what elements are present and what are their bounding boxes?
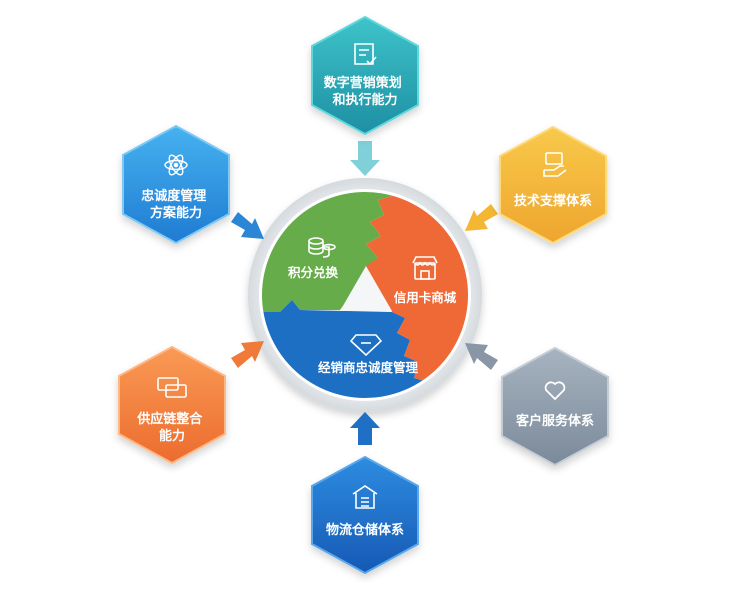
document-check-icon [354,43,377,66]
heart-icon [544,381,566,401]
arrow-right-top [465,204,498,231]
hexagon-top-label: 数字营销策划 和执行能力 [324,75,407,108]
arrow-bottom [350,412,380,445]
hexagon-left-top [122,124,230,245]
hexagon-bottom-label: 物流仓储体系 [326,522,404,538]
center-circle: 积分兑换 信用卡商城 经销商忠诚度管理 [248,178,482,412]
warehouse-icon [352,485,378,509]
hexagon-left-bottom [118,345,226,465]
hexagon-right-bottom-label: 客户服务体系 [516,413,594,429]
center-triangle [340,266,392,311]
hexagon-right-top [499,125,607,245]
shop-icon [412,256,438,280]
cards-icon [157,377,187,398]
arrow-left-bottom [231,341,264,368]
arrow-right-bottom [465,343,498,370]
atom-icon [164,154,188,176]
hexagon-left-top-label: 忠诚度管理 方案能力 [141,188,211,221]
hexagon-right-bottom [501,346,609,467]
hexagon-bottom [311,455,419,575]
blue-segment-label: 经销商忠诚度管理 [318,360,419,375]
diamond-icon [349,334,383,357]
hexagon-left-bottom-label: 供应链整合 能力 [136,411,207,444]
hexagon-right-top-label: 技术支撑体系 [514,193,592,209]
hand-card-icon [543,152,567,177]
arrow-top [350,141,380,176]
green-segment-label: 积分兑换 [288,265,339,280]
orange-segment-label: 信用卡商城 [394,290,457,305]
coins-stack-icon [308,237,336,258]
arrow-left-top [231,212,264,239]
hexagon-top [311,15,419,136]
